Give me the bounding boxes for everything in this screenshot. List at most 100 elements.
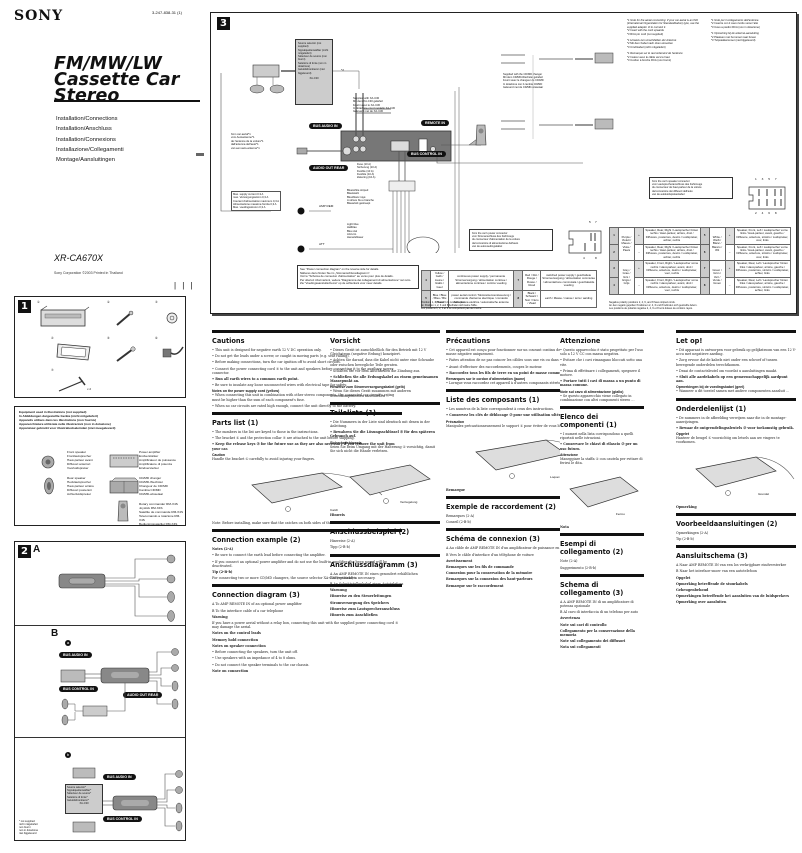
rotary-commander-icon (117, 500, 129, 522)
subheading: Attenzione (560, 452, 578, 457)
bracket-handling-illustration: Grendel (676, 449, 796, 501)
speaker-pin-note: Negative polarity positions 2, 4, 6, and… (609, 301, 698, 310)
section-heading: Onderdelenlijst (1) (676, 397, 796, 413)
sony-logo: SONY (14, 8, 64, 24)
section-heading: Schéma de connexion (3) (446, 528, 596, 543)
illustration-label: Fermo (616, 512, 625, 517)
frame-collar-icon (56, 343, 91, 361)
figure-badge: 1 (18, 300, 31, 313)
part-number-label: ⑤ (107, 336, 110, 340)
heading-line: Apparecchiature utilizzate nelle illustr… (19, 421, 111, 426)
title-line: Cassette Car (54, 70, 180, 90)
screw-icon (116, 310, 134, 326)
quantity-note: x 2 (87, 387, 92, 391)
pin-label: 7 (595, 220, 597, 224)
heading-line: In Abbildungen dargestellte Geräte (nich… (19, 413, 99, 418)
section-heading: Voorbeeldaansluitingen (2) (676, 512, 796, 528)
cd-changer-icon (109, 477, 139, 494)
section-heading: Anschlussbeispiel (2) (330, 521, 440, 536)
changer-amp-wiring-diagram (60, 648, 179, 726)
subheading: Précaution (446, 419, 465, 424)
subheading: Hinweise zum Stromversorgungskabel (gelb… (330, 385, 405, 390)
section-heading: Teileliste (1) (330, 401, 440, 417)
section-heading: Liste des composants (1) (446, 389, 596, 404)
equipment-legend: Equipment used in illustrations (not sup… (14, 406, 186, 526)
part-number-label: ⑥ (155, 336, 158, 340)
subheading: Opmerkingen bij de voedingskabel (geel) (676, 385, 745, 390)
column-dutch: Let op! • Dit apparaat is ontworpen voor… (676, 326, 796, 607)
front-speaker-icon (41, 455, 55, 469)
aerial-adapter-icon (162, 346, 184, 358)
heading-line: Apparatuur gebruikt voor illustratiedoel… (19, 425, 116, 430)
heading-line: Equipment used in illustrations (not sup… (19, 410, 87, 414)
screw-icon (116, 346, 136, 362)
model-number: XR-CA670X (54, 253, 104, 263)
equipment-heading: Equipment used in illustrations (not sup… (19, 410, 184, 431)
release-key-icon (58, 376, 86, 392)
head-unit-wiring-diagram (58, 554, 176, 622)
heading-line: Appareils utilisés dans les illustration… (19, 417, 97, 422)
figure-badge: 2 (18, 545, 31, 558)
bus-control-in-label: BUS CONTROL IN (59, 686, 98, 692)
section-heading: Cautions (212, 330, 402, 345)
section-heading: Let op! (676, 330, 796, 345)
language-item: Installation/Anschluss (56, 126, 112, 133)
fuse-label: Fuse (10 A)Sicherung (10 A)Fusible (10 A… (357, 163, 378, 180)
subheading: Sicherheitshinweis (330, 440, 362, 445)
section-heading: Connection example (2) (212, 529, 402, 544)
cap-nut-icon (166, 312, 178, 324)
column-italian: Attenzione • Questo apparecchio è stato … (560, 326, 644, 652)
subheading: Opgelet (676, 432, 690, 437)
audio-out-rear-label: AUDIO OUT REAR (123, 692, 163, 698)
audio-out-rear-label: AUDIO OUT REAR (309, 165, 349, 171)
section-b-a: B a BUS AUDIO IN BUS CONTROL IN AUDIO OU… (15, 626, 185, 738)
sub-label: b (65, 752, 71, 758)
language-item: Montage/Aansluitingen (56, 157, 115, 164)
figure-badge: 3 (217, 17, 230, 30)
pin-label: 8 (595, 256, 597, 260)
title-line: FM/MW/LW (54, 54, 162, 74)
pin-label: 4 (583, 256, 585, 260)
side-notes-left: *1 Note for the aerial connecting: If yo… (627, 19, 700, 63)
speaker-connector-pin-diagram (748, 186, 786, 210)
product-title: FM/MW/LW Cassette Car Stereo (54, 54, 204, 105)
att-label: ATT (319, 242, 325, 246)
part-number-label: ③ (155, 300, 158, 304)
source-selector-box: Source selector*Signalquellenwähler*Séle… (65, 784, 103, 814)
section-a: 2 A (15, 542, 185, 626)
changer-wiring-diagram (501, 52, 614, 139)
illustration-label: Verriegelung (400, 500, 418, 505)
part-number-label: ② (107, 300, 110, 304)
bus-control-in-label: BUS CONTROL IN (407, 151, 446, 157)
pin-label: 5 (589, 220, 591, 224)
source-selector-wiring-diagram (72, 767, 183, 833)
speaker-pins-top: 1 3 5 7 (755, 177, 777, 181)
language-item: Installation/Connections (56, 116, 118, 122)
section-heading: Anschlussdiagramm (3) (330, 553, 440, 569)
figure-1-parts: 1 ① ② ③ ④ ⑤ ⑥ ⑦ x 2 (14, 296, 186, 398)
section-b-b: b BUS AUDIO IN BUS CONTROL IN Source sel… (15, 738, 185, 842)
bracket-icon (40, 305, 90, 327)
footnote-marker: *2 (341, 68, 344, 72)
table-row: 2–Speaker, Rear, Right / Lautsprecher hi… (609, 243, 792, 262)
section-heading: Schema di collegamento (3) (560, 573, 644, 597)
bracket-handling-illustration: Fermo (560, 469, 644, 521)
section-heading: Parts list (1) (212, 412, 402, 427)
section-label: A (33, 544, 41, 555)
side-notes-right: *1 Note per il collegamento dell'antenna… (711, 19, 760, 43)
page-tab-mark (196, 153, 204, 156)
